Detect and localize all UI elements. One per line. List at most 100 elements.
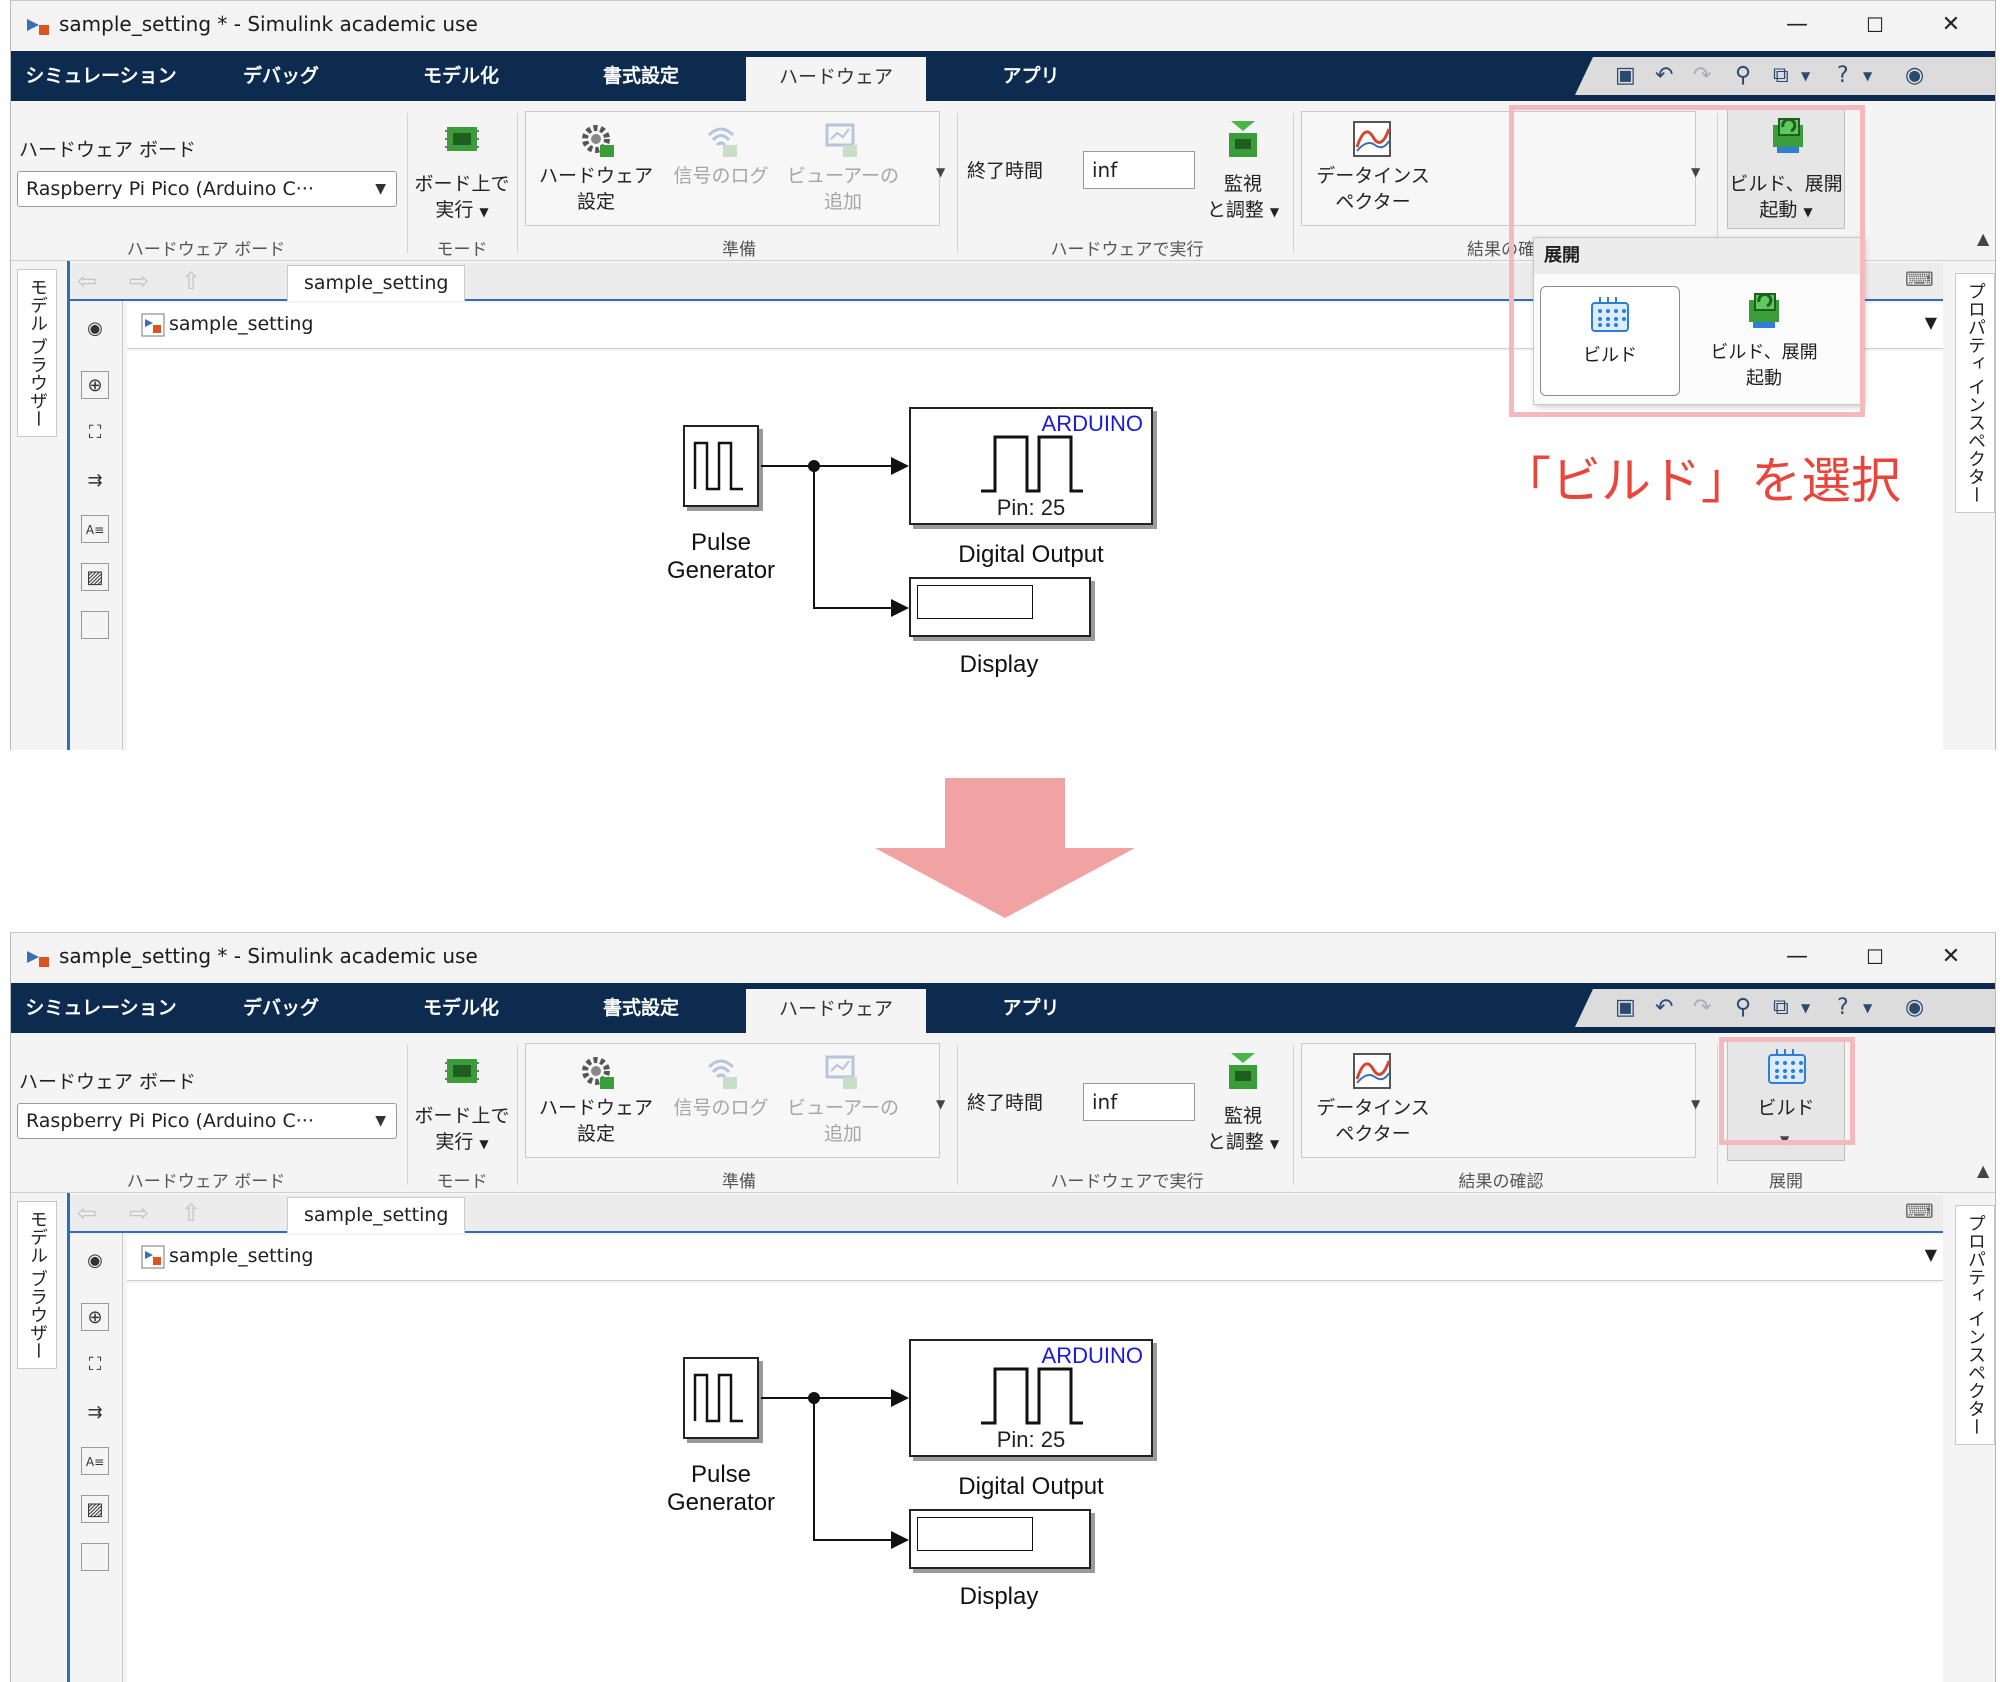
undo-icon[interactable]: ↶ (1655, 63, 1674, 88)
hide-palette-icon[interactable]: ◉ (87, 1250, 103, 1271)
back-arrow-icon[interactable]: ⇦ (77, 1199, 98, 1227)
area-icon[interactable] (81, 1543, 109, 1571)
tab-simulation[interactable]: シミュレーション (25, 997, 177, 1019)
close-button[interactable]: ✕ (1941, 12, 1961, 37)
group-label-deploy: 展開 (1769, 1172, 1803, 1192)
data-inspector-button[interactable]: データインスペクター (1316, 163, 1430, 215)
tab-apps[interactable]: アプリ (1002, 997, 1060, 1019)
hide-palette-icon[interactable]: ◉ (87, 318, 103, 339)
tab-format[interactable]: 書式設定 (602, 65, 679, 87)
help-icon[interactable]: ? (1837, 63, 1849, 88)
menu-item-build[interactable]: ビルド (1540, 286, 1680, 396)
tab-modeling[interactable]: モデル化 (422, 65, 499, 87)
signal-log-button[interactable]: 信号のログ (673, 165, 769, 187)
model-browser-tab[interactable]: モデル ブラウザー (17, 269, 57, 437)
keyboard-icon[interactable]: ⌨ (1905, 267, 1934, 291)
hw-settings-button[interactable]: ハードウェア設定 (539, 163, 653, 215)
fit-view-icon[interactable]: ⛶ (88, 422, 102, 443)
display-block[interactable] (909, 1509, 1091, 1569)
data-inspector-button[interactable]: データインスペクター (1316, 1095, 1430, 1147)
pulse-generator-block[interactable] (683, 1357, 759, 1439)
zoom-in-icon[interactable]: ⊕ (81, 371, 109, 399)
stop-time-input[interactable]: inf (1083, 151, 1195, 189)
search-icon[interactable]: ⚲ (1735, 995, 1752, 1020)
digital-output-block[interactable]: ARDUINO Pin: 25 (909, 407, 1153, 525)
up-arrow-icon[interactable]: ⇧ (181, 267, 202, 295)
image-icon[interactable]: ▨ (81, 563, 109, 591)
tab-apps[interactable]: アプリ (1002, 65, 1060, 87)
collapse-ribbon-icon[interactable]: ▲ (1977, 229, 1990, 248)
hw-board-select[interactable]: Raspberry Pi Pico (Arduino C···▼ (17, 171, 397, 207)
tab-debug[interactable]: デバッグ (242, 65, 319, 87)
tab-simulation[interactable]: シミュレーション (25, 65, 177, 87)
model-tab[interactable]: sample_setting (287, 1197, 466, 1233)
search-icon[interactable]: ⚲ (1735, 63, 1752, 88)
monitor-tune-button[interactable]: 監視と調整 ▼ (1207, 171, 1279, 225)
redo-icon[interactable]: ↷ (1693, 995, 1712, 1020)
run-on-board-button[interactable]: ボード上で実行 ▼ (414, 171, 509, 225)
add-viewer-button[interactable]: ビューアーの追加 (787, 163, 899, 215)
tab-format[interactable]: 書式設定 (602, 997, 679, 1019)
chevron-down-icon[interactable]: ▼ (1924, 1245, 1937, 1264)
minimize-button[interactable]: — (1786, 944, 1808, 969)
back-arrow-icon[interactable]: ⇦ (77, 267, 98, 295)
undo-icon[interactable]: ↶ (1655, 995, 1674, 1020)
route-lines-icon[interactable]: ⇉ (87, 470, 103, 491)
monitor-tune-button[interactable]: 監視と調整 ▼ (1207, 1103, 1279, 1157)
tab-hardware[interactable]: ハードウェア (746, 989, 926, 1033)
chevron-down-icon[interactable]: ▼ (1801, 69, 1811, 83)
hw-board-select[interactable]: Raspberry Pi Pico (Arduino C···▼ (17, 1103, 397, 1139)
hw-settings-button[interactable]: ハードウェア設定 (539, 1095, 653, 1147)
digital-output-block[interactable]: ARDUINO Pin: 25 (909, 1339, 1153, 1457)
collapse-ribbon-icon[interactable]: ▲ (1977, 1161, 1990, 1180)
help-icon[interactable]: ? (1837, 995, 1849, 1020)
annotation-icon[interactable]: A≡ (81, 515, 109, 543)
chevron-down-icon[interactable]: ▼ (1863, 1001, 1873, 1015)
chevron-down-icon[interactable]: ▼ (1863, 69, 1873, 83)
forward-arrow-icon[interactable]: ⇨ (129, 267, 150, 295)
display-block[interactable] (909, 577, 1091, 637)
collapse-ribbon-icon[interactable]: ◉ (1905, 995, 1925, 1020)
stop-time-input[interactable]: inf (1083, 1083, 1195, 1121)
image-icon[interactable]: ▨ (81, 1495, 109, 1523)
redo-icon[interactable]: ↷ (1693, 63, 1712, 88)
run-on-board-button[interactable]: ボード上で実行 ▼ (414, 1103, 509, 1157)
gallery-expand-icon[interactable]: ▼ (1691, 1097, 1701, 1111)
tab-hardware[interactable]: ハードウェア (746, 57, 926, 101)
collapse-ribbon-icon[interactable]: ◉ (1905, 63, 1925, 88)
save-icon[interactable]: ▣ (1615, 63, 1636, 88)
chevron-down-icon[interactable]: ▼ (1801, 1001, 1811, 1015)
chevron-down-icon[interactable]: ▼ (1924, 313, 1937, 332)
add-viewer-button[interactable]: ビューアーの追加 (787, 1095, 899, 1147)
maximize-button[interactable]: ☐ (1866, 945, 1884, 969)
up-arrow-icon[interactable]: ⇧ (181, 1199, 202, 1227)
forward-arrow-icon[interactable]: ⇨ (129, 1199, 150, 1227)
tab-debug[interactable]: デバッグ (242, 997, 319, 1019)
pulse-generator-block[interactable] (683, 425, 759, 507)
gallery-expand-icon[interactable]: ▼ (936, 1097, 946, 1111)
find-icon[interactable]: ⧉ (1773, 63, 1789, 88)
maximize-button[interactable]: ☐ (1866, 13, 1884, 37)
keyboard-icon[interactable]: ⌨ (1905, 1199, 1934, 1223)
annotation-icon[interactable]: A≡ (81, 1447, 109, 1475)
signal-log-button[interactable]: 信号のログ (673, 1097, 769, 1119)
property-inspector-tab[interactable]: プロパティ インスペクター (1955, 273, 1995, 513)
gallery-expand-icon[interactable]: ▼ (936, 165, 946, 179)
chevron-down-icon[interactable]: ▼ (1780, 1133, 1790, 1147)
save-icon[interactable]: ▣ (1615, 995, 1636, 1020)
model-tab[interactable]: sample_setting (287, 265, 466, 301)
minimize-button[interactable]: — (1786, 12, 1808, 37)
route-lines-icon[interactable]: ⇉ (87, 1402, 103, 1423)
area-icon[interactable] (81, 611, 109, 639)
gallery-expand-icon[interactable]: ▼ (1691, 165, 1701, 179)
fit-view-icon[interactable]: ⛶ (88, 1354, 102, 1375)
model-browser-tab[interactable]: モデル ブラウザー (17, 1201, 57, 1369)
menu-item-build-deploy[interactable]: ビルド、展開起動 (1694, 286, 1834, 396)
close-button[interactable]: ✕ (1941, 944, 1961, 969)
tab-modeling[interactable]: モデル化 (422, 997, 499, 1019)
property-inspector-tab[interactable]: プロパティ インスペクター (1955, 1205, 1995, 1445)
zoom-in-icon[interactable]: ⊕ (81, 1303, 109, 1331)
find-icon[interactable]: ⧉ (1773, 995, 1789, 1020)
